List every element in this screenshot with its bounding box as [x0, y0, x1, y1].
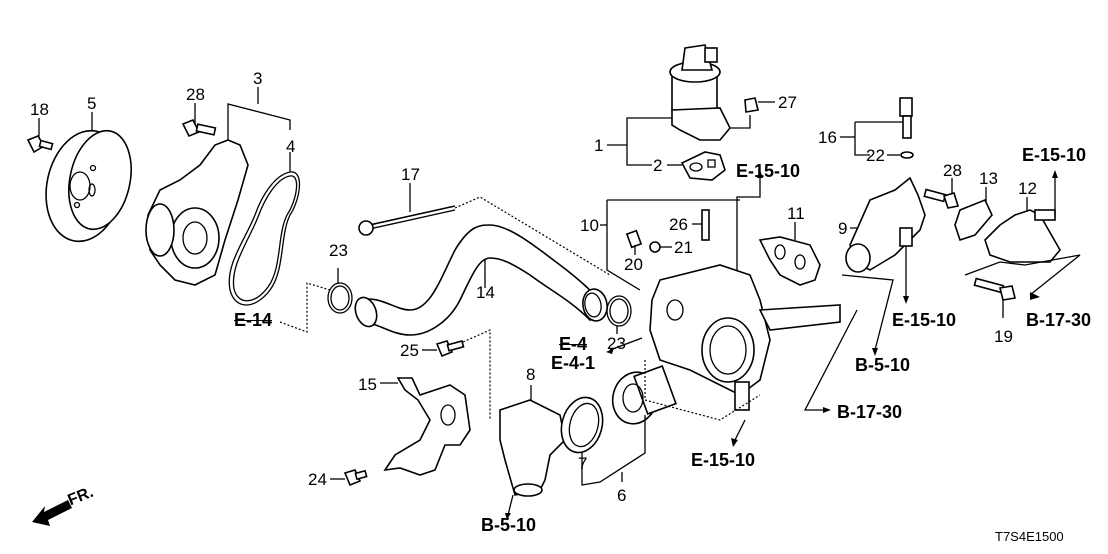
- part-23-o-ring-right: [606, 295, 632, 334]
- callout-6[interactable]: 6: [617, 486, 627, 505]
- part-28-bolt: [181, 103, 217, 138]
- part-18-bolt: [26, 118, 54, 154]
- part-3-bracket-line: [227, 87, 291, 172]
- callout-16[interactable]: 16: [818, 128, 837, 147]
- part-3-water-pump: [145, 139, 249, 286]
- ref-link-b-5-10-right[interactable]: B-5-10: [855, 355, 911, 375]
- part-19-bolt: [973, 277, 1016, 318]
- e-15-10-bottom-arrow: [731, 419, 746, 447]
- callout-2[interactable]: 2: [653, 156, 663, 175]
- part-8-thermostat-cover: [499, 385, 566, 520]
- callout-9[interactable]: 9: [838, 219, 848, 238]
- ref-link-e-14[interactable]: E-14: [234, 310, 273, 330]
- callout-10[interactable]: 10: [580, 216, 599, 235]
- part-22-washer: [887, 151, 914, 159]
- ref-link-e-15-10-bypass[interactable]: E-15-10: [1022, 145, 1087, 165]
- part-20-plug: [625, 229, 643, 255]
- part-4-o-ring: [228, 171, 301, 306]
- part-13-gasket: [954, 187, 993, 242]
- ref-link-b-17-30-center[interactable]: B-17-30: [837, 402, 903, 422]
- part-14-connecting-pipe: [354, 224, 608, 336]
- ref-link-e-4-1[interactable]: E-4-1: [551, 353, 596, 373]
- part-7-thermostat-seal: [560, 396, 604, 470]
- part-9-water-outlet: [841, 176, 926, 356]
- callout-14[interactable]: 14: [476, 283, 495, 302]
- part-11-gasket: [758, 222, 821, 286]
- callout-23-left[interactable]: 23: [329, 241, 348, 260]
- part-17-stud-bolt: [358, 183, 611, 276]
- part-27-bolt: [422, 329, 491, 420]
- callout-20[interactable]: 20: [624, 255, 643, 274]
- part-24-stud: [692, 209, 710, 241]
- callout-5[interactable]: 5: [87, 94, 97, 113]
- ref-link-e-15-10-egr[interactable]: E-15-10: [736, 161, 801, 181]
- callout-8[interactable]: 8: [526, 365, 536, 384]
- part-21-washer: [649, 241, 672, 253]
- part-23-o-ring-left: [279, 268, 353, 333]
- callout-28-right[interactable]: 28: [943, 161, 962, 180]
- callout-17[interactable]: 17: [401, 165, 420, 184]
- callout-27[interactable]: 25: [400, 341, 419, 360]
- ref-link-b-5-10-bottom[interactable]: B-5-10: [481, 515, 537, 535]
- callout-19[interactable]: 19: [994, 327, 1013, 346]
- callout-23-right[interactable]: 23: [607, 334, 626, 353]
- part-1-egr-valve: [607, 44, 775, 166]
- callout-25[interactable]: 27: [778, 93, 797, 112]
- front-direction-arrow-icon: [32, 500, 72, 526]
- ref-link-b-17-30-right[interactable]: B-17-30: [1026, 310, 1092, 330]
- part-28-bolt-right: [923, 178, 960, 209]
- callout-1[interactable]: 1: [594, 136, 604, 155]
- diagram-code: T7S4E1500: [995, 529, 1064, 544]
- part-10-water-passage: [600, 170, 841, 421]
- callout-21[interactable]: 21: [674, 238, 693, 257]
- callout-26[interactable]: 24: [308, 470, 327, 489]
- callout-22[interactable]: 22: [866, 146, 885, 165]
- callout-28-pump[interactable]: 28: [186, 85, 205, 104]
- ref-link-e-15-10-outlet[interactable]: E-15-10: [892, 310, 957, 330]
- part-16-temp-sensor: [840, 97, 913, 156]
- part-5-pulley: [45, 112, 132, 243]
- e-4-1-arrow: [606, 337, 643, 354]
- callout-11[interactable]: 11: [787, 204, 805, 223]
- callout-15[interactable]: 15: [358, 375, 377, 394]
- callout-3[interactable]: 3: [253, 69, 263, 88]
- callout-18[interactable]: 18: [30, 100, 49, 119]
- callout-24[interactable]: 26: [669, 215, 688, 234]
- callout-7[interactable]: 7: [578, 454, 588, 473]
- part-26-bolt: [330, 469, 368, 487]
- ref-link-e-4[interactable]: E-4: [559, 334, 588, 354]
- callout-12[interactable]: 12: [1018, 179, 1037, 198]
- callout-13[interactable]: 13: [979, 169, 998, 188]
- part-6-thermostat: [581, 365, 677, 486]
- ref-link-e-15-10-bottom[interactable]: E-15-10: [691, 450, 756, 470]
- part-2-egr-gasket: [667, 151, 726, 181]
- part-12-bypass-joint: [964, 170, 1081, 300]
- callout-4[interactable]: 4: [286, 137, 296, 156]
- part-15-bracket: [380, 377, 471, 476]
- b-17-30-arrow: [803, 309, 858, 413]
